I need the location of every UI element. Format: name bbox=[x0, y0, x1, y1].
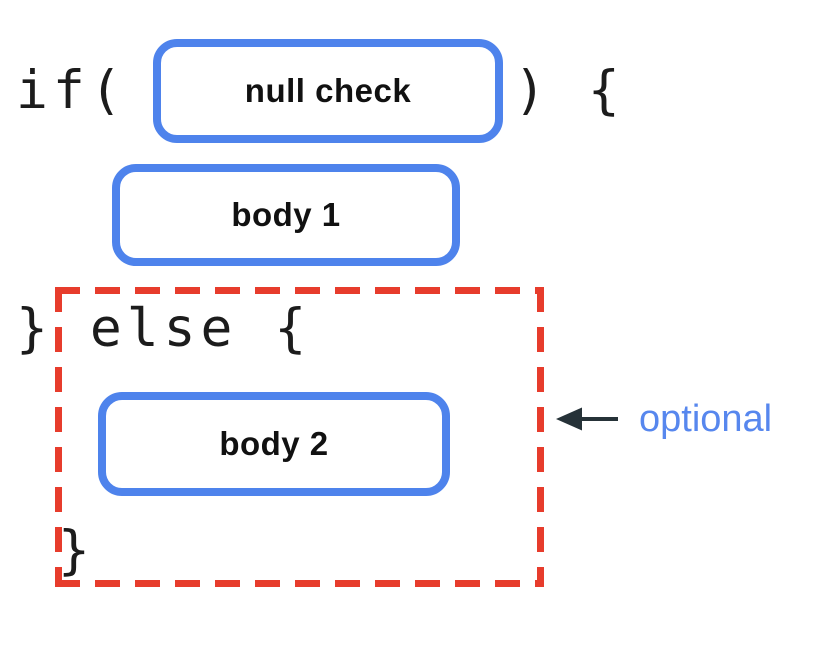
code-if-open: if( bbox=[16, 60, 127, 121]
code-closing-brace: } bbox=[58, 520, 95, 581]
body2-label: body 2 bbox=[219, 425, 329, 462]
body2-box: body 2 bbox=[98, 392, 450, 496]
body1-box: body 1 bbox=[112, 164, 460, 266]
code-else-line: } else { bbox=[16, 298, 312, 359]
arrow-left-icon bbox=[556, 407, 618, 431]
code-if-close: ) { bbox=[514, 60, 625, 121]
optional-label: optional bbox=[639, 398, 773, 440]
condition-label: null check bbox=[244, 72, 412, 109]
body1-label: body 1 bbox=[231, 196, 341, 233]
condition-box: null check bbox=[153, 39, 503, 143]
